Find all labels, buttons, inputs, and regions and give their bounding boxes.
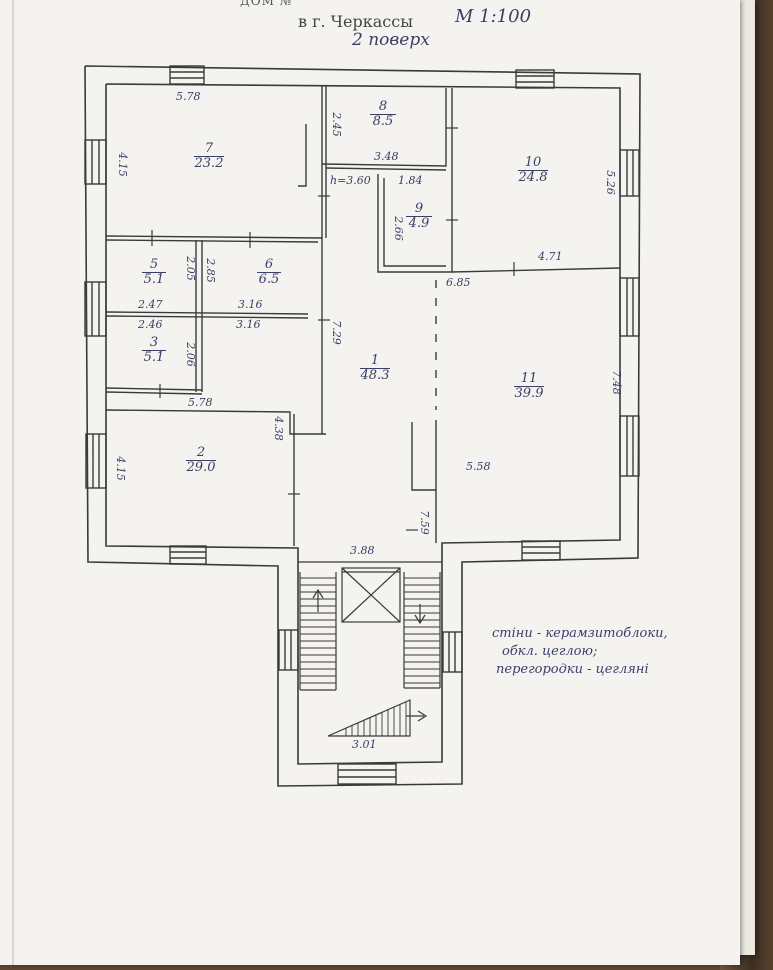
dim-r3-top-right: 3.16 [236,318,261,331]
dim-r10-side: 5.26 [603,170,617,195]
paper-fold-line [12,0,14,965]
dim-r11-top: 6.85 [446,276,471,289]
room-6-label: 6 6.5 [257,258,281,287]
room-5-label: 5 5.1 [142,258,166,287]
room-3-number: 3 [149,335,159,350]
floor-plan-drawing [84,65,641,787]
room-2-number: 2 [196,445,206,460]
dim-r1-side: 7.29 [329,320,343,345]
dim-r8-bottom: 3.48 [374,150,399,163]
note-walls: стіни - керамзитоблоки, [492,626,668,641]
room-8-area: 8.5 [370,114,396,129]
outer-wall-outer-line [84,65,641,787]
room-9-label: 9 4.9 [406,202,432,231]
room-5-area: 5.1 [142,272,166,287]
windows [84,65,640,785]
dim-r11-bottom: 5.58 [466,460,491,473]
room-7-number: 7 [204,141,214,156]
dim-r9-top: 1.84 [398,174,423,187]
dim-r7-left: 4.15 [115,152,129,177]
room-3-area: 5.1 [142,350,166,365]
dim-r9-side: 2.66 [391,216,405,241]
dim-r6-side: 2.85 [203,258,217,283]
header-scale: М 1:100 [455,6,532,27]
room-2-area: 29.0 [186,460,216,475]
dim-r5-bottom: 2.47 [138,298,163,311]
header-floor: 2 поверх [352,30,430,50]
room-2-label: 2 29.0 [186,446,216,475]
dim-r2-top: 5.78 [188,396,213,409]
room-8-label: 8 8.5 [370,100,396,129]
room-10-label: 10 24.8 [518,156,548,185]
room-3-label: 3 5.1 [142,336,166,365]
dim-r2-right: 4.38 [271,416,285,441]
room-9-number: 9 [414,201,424,216]
dim-r7-top: 5.78 [176,90,201,103]
room-6-area: 6.5 [257,272,281,287]
floor-plan-sheet: ДОМ № в г. Черкассы М 1:100 2 поверх [0,0,740,965]
dim-r3-top: 2.46 [138,318,163,331]
room-9-area: 4.9 [406,216,432,231]
dim-corridor: 7.59 [417,510,431,535]
room-8-number: 8 [378,99,388,114]
dim-r2-left: 4.15 [113,456,127,481]
room-1-label: 1 48.3 [360,354,390,383]
dim-stair-top: 3.88 [350,544,375,557]
room-10-number: 10 [524,155,542,170]
room-11-number: 11 [520,371,538,386]
room-6-number: 6 [264,257,274,272]
room-1-number: 1 [370,353,380,368]
header-city: в г. Черкассы [298,12,413,31]
dim-r8-side: 2.45 [329,112,343,137]
partitions [105,86,621,546]
room-11-label: 11 39.9 [514,372,544,401]
stair-bottom-hatch [345,701,407,736]
note-cladding: обкл. цеглою; [502,644,598,659]
header-top-line: ДОМ № [240,0,293,8]
dim-r10-bottom: 4.71 [538,250,563,263]
room-10-area: 24.8 [518,170,548,185]
room-7-label: 7 23.2 [194,142,224,171]
room-1-area: 48.3 [360,368,390,383]
dim-r3-side: 2.06 [183,342,197,367]
stairwell [298,561,442,691]
dim-ceiling-height: h=3.60 [330,174,371,187]
room-7-area: 23.2 [194,156,224,171]
note-partitions: перегородки - цегляні [496,662,649,677]
door-marks [151,127,515,531]
room-5-number: 5 [149,257,159,272]
dim-stair-bottom: 3.01 [352,738,377,751]
dim-r6-bottom: 3.16 [238,298,263,311]
dim-r5-side: 2.05 [183,256,197,281]
dim-r11-right: 7.48 [609,370,623,395]
room-11-area: 39.9 [514,386,544,401]
stair-arrows [312,588,428,737]
